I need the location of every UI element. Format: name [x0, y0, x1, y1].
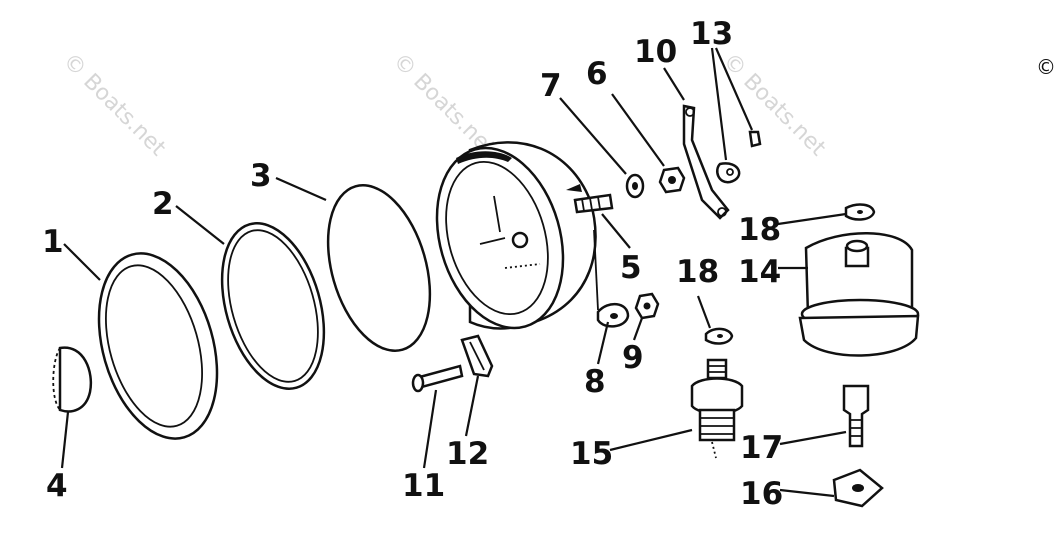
- callout-12: 12: [446, 436, 489, 472]
- part-7-washer: [625, 173, 645, 199]
- callout-10: 10: [634, 34, 677, 70]
- part-1-bezel: [97, 252, 219, 440]
- callout-13: 13: [690, 16, 733, 52]
- leader-2: [175, 205, 225, 245]
- callout-18-upper: 18: [738, 212, 781, 248]
- watermark-right: © Boats.net: [718, 49, 831, 162]
- part-10-strap: [682, 104, 730, 220]
- callout-7: 7: [540, 68, 562, 104]
- callout-11: 11: [402, 468, 445, 504]
- part-16-clamp: [832, 468, 884, 508]
- part-3-lens: [326, 184, 432, 352]
- leader-6: [611, 93, 665, 167]
- callout-14: 14: [738, 254, 781, 290]
- leader-1: [63, 243, 101, 281]
- leader-12: [464, 375, 480, 437]
- callout-17: 17: [740, 430, 783, 466]
- callout-6: 6: [586, 56, 608, 92]
- leader-18b: [696, 295, 712, 329]
- part-18-lug-lower: [704, 327, 734, 345]
- part-4-bulb: [52, 346, 93, 413]
- callout-16: 16: [740, 476, 783, 512]
- leader-lines: [60, 47, 847, 498]
- part-13-lugs: [716, 130, 762, 184]
- leader-9: [632, 317, 644, 341]
- watermark-left: © Boats.net: [58, 49, 171, 162]
- leader-16: [779, 488, 835, 498]
- part-5-stud: [566, 184, 614, 214]
- gauge-body: [435, 141, 597, 330]
- leader-8: [596, 321, 610, 365]
- part-8-washer: [593, 229, 630, 328]
- part-17-fitting: [842, 384, 870, 448]
- leader-11: [422, 389, 438, 469]
- callout-1: 1: [42, 224, 64, 260]
- leader-15: [609, 428, 693, 452]
- callout-15: 15: [570, 436, 613, 472]
- part-14-canister: [798, 232, 920, 357]
- part-9-nut: [634, 292, 660, 320]
- leader-7: [559, 97, 627, 175]
- leader-17: [779, 430, 847, 446]
- part-2-gasket: [220, 222, 326, 390]
- callout-2: 2: [152, 186, 174, 222]
- callout-9: 9: [622, 340, 644, 376]
- callout-4: 4: [46, 468, 68, 504]
- leader-5: [601, 213, 631, 249]
- callout-18-lower: 18: [676, 254, 719, 290]
- callout-5: 5: [620, 250, 642, 286]
- leader-13b: [714, 47, 754, 131]
- leader-3: [275, 176, 327, 202]
- part-15-sender: [690, 358, 744, 459]
- part-11-socket: [411, 364, 464, 393]
- part-6-nut: [658, 166, 686, 194]
- leader-13a: [710, 47, 728, 161]
- watermark-edge: ©: [1036, 55, 1056, 79]
- callout-8: 8: [584, 364, 606, 400]
- callout-numbers: 1 2 3 4 5 6 7 8 9 10 11 12 13 14 15 16 1…: [42, 16, 783, 512]
- watermarks: © Boats.net © Boats.net © Boats.net ©: [58, 49, 1056, 162]
- leader-18a: [777, 212, 847, 226]
- leader-4: [60, 411, 70, 469]
- part-18-lug-upper: [844, 203, 876, 221]
- leader-10: [663, 67, 685, 101]
- part-12-clip: [460, 334, 494, 378]
- callout-3: 3: [250, 158, 272, 194]
